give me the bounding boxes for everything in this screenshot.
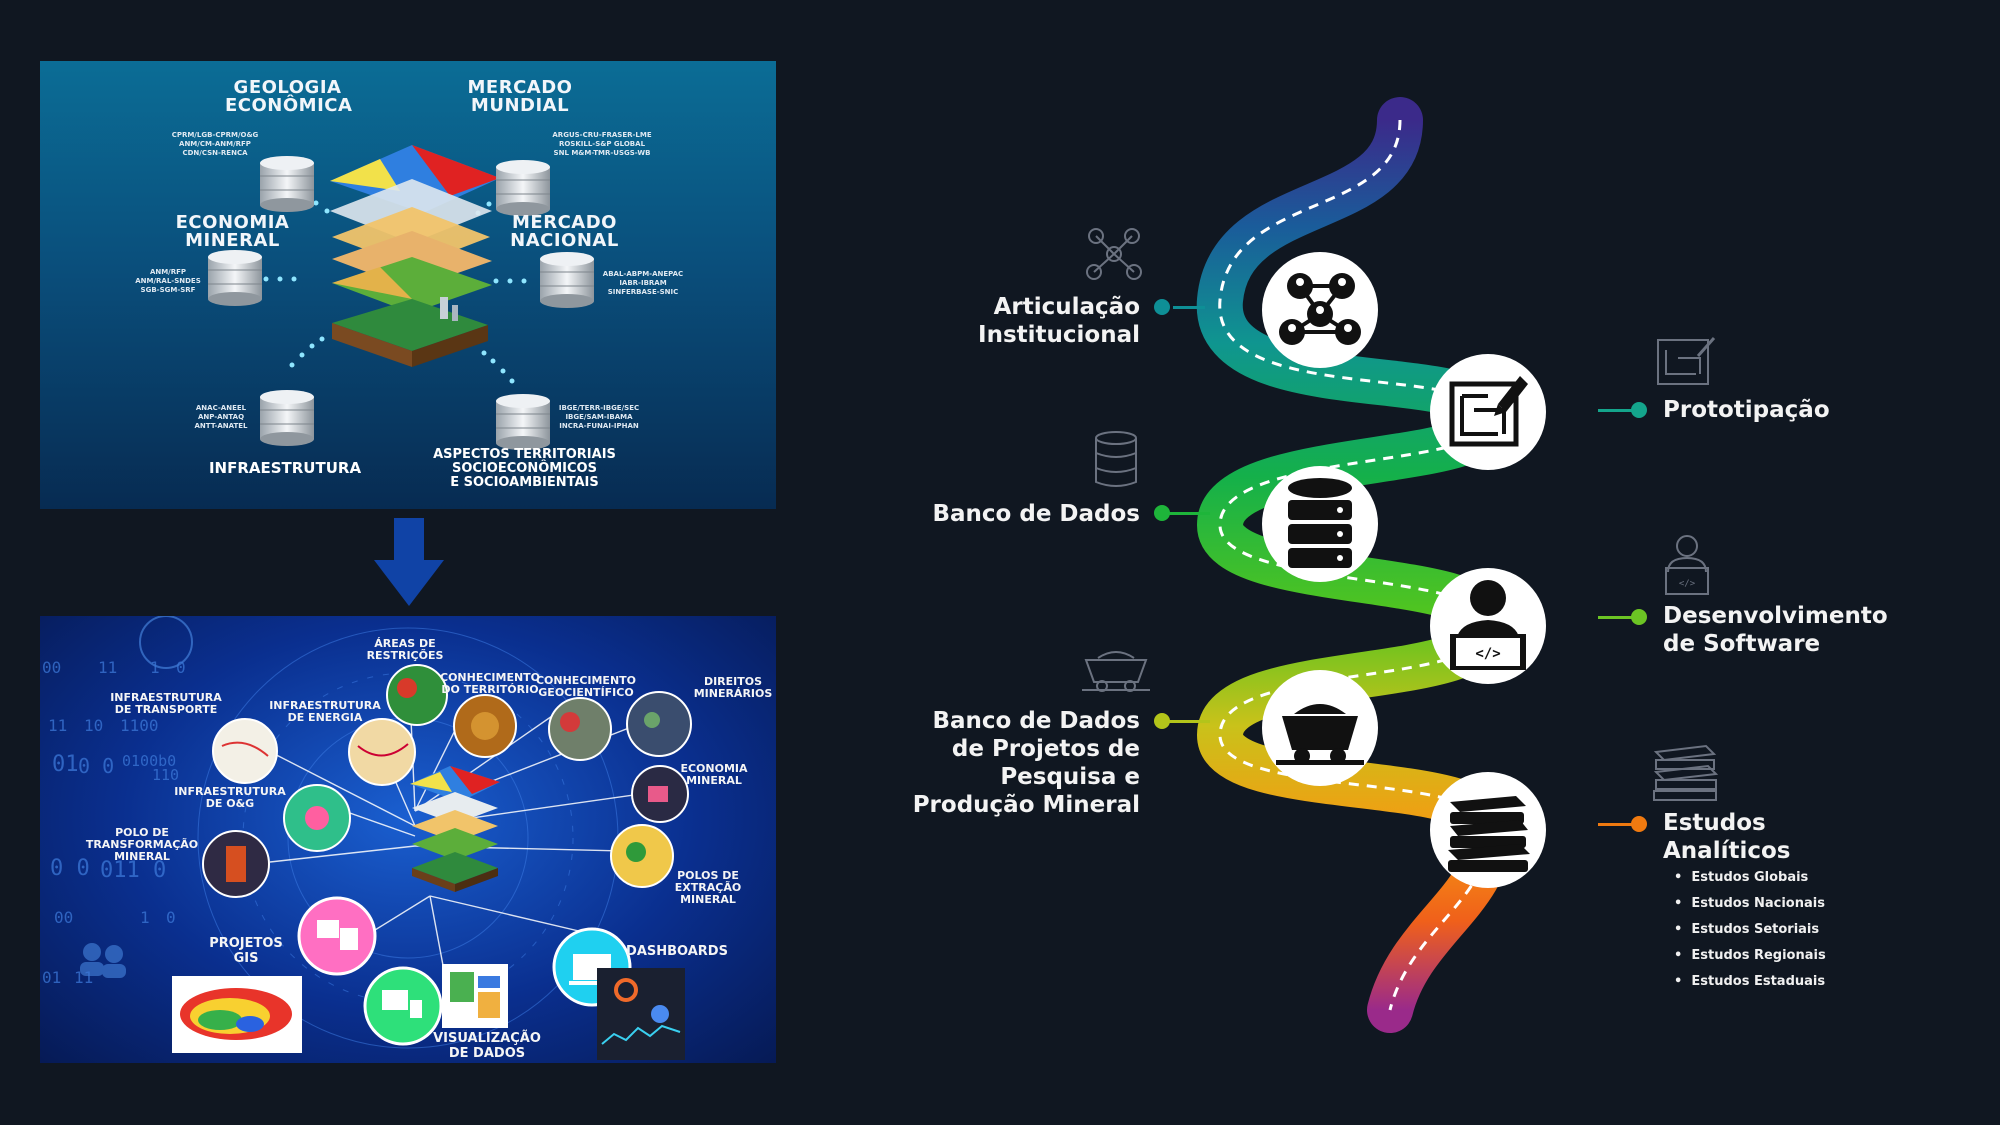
list-item: • Estudos Estaduais <box>1674 974 1826 989</box>
map-layers-stack <box>330 145 500 367</box>
developer-laptop-icon: </> <box>1450 580 1526 670</box>
list-item: • Estudos Regionais <box>1674 948 1826 963</box>
platform-graphic <box>80 616 692 1060</box>
mine-cart-icon <box>1276 704 1364 765</box>
sources-connections <box>208 145 594 450</box>
dot-projetos <box>1154 713 1170 729</box>
mine-cart-outline-icon <box>1082 651 1150 692</box>
platform-layers-stack <box>410 766 500 892</box>
blueprint-pencil-icon <box>1449 376 1528 447</box>
aspectos-database-icon <box>496 394 550 450</box>
list-item: • Estudos Nacionais <box>1674 896 1825 911</box>
geologia-database-icon <box>260 156 314 212</box>
connector-desenvolvimento <box>1598 616 1640 619</box>
infra-title: INFRAESTRUTURA <box>208 459 362 477</box>
users-icon <box>80 943 126 978</box>
estudos-list: • Estudos Globais • Estudos Nacionais • … <box>1674 870 1826 1000</box>
developer-outline-icon: </> <box>1665 535 1709 595</box>
down-arrow-icon <box>374 518 444 606</box>
mercado-mundial-database-icon <box>496 160 550 216</box>
dashboards-label: DASHBOARDS <box>626 944 728 959</box>
dashboard-thumbnail <box>597 968 685 1060</box>
books-icon <box>1448 796 1530 872</box>
label-banco-dados: Banco de Dados <box>932 501 1140 527</box>
blueprint-outline-icon <box>1657 337 1716 385</box>
binary-background: 00 11 1 0 11 10 1100 01 0 0 0100b0 110 0… <box>42 658 186 987</box>
connector-projetos <box>1168 720 1210 723</box>
infra-database-icon <box>260 390 314 446</box>
network-outline-icon <box>1086 228 1142 280</box>
database-outline-icon <box>1095 431 1137 487</box>
connector-banco <box>1168 512 1210 515</box>
books-outline-icon <box>1653 744 1719 801</box>
economia-database-icon <box>208 250 262 306</box>
integrated-platform-panel: 00 11 1 0 11 10 1100 01 0 0 0100b0 110 0… <box>40 616 776 1063</box>
list-item: • Estudos Setoriais <box>1674 922 1820 937</box>
dot-estudos <box>1631 816 1647 832</box>
mercado-nacional-database-icon <box>540 252 594 308</box>
network-people-icon <box>1279 273 1361 345</box>
label-prototipacao: Prototipação <box>1663 397 1830 423</box>
connector-prototipacao <box>1598 409 1640 412</box>
globe-icon <box>139 616 193 669</box>
dot-banco <box>1154 505 1170 521</box>
list-item: • Estudos Globais <box>1674 870 1809 885</box>
connector-articulacao <box>1173 306 1205 309</box>
dot-desenvolvimento <box>1631 609 1647 625</box>
database-icon <box>1288 478 1352 568</box>
svg-text:</>: </> <box>1679 579 1696 589</box>
dot-articulacao <box>1154 299 1170 315</box>
svg-text:</>: </> <box>1475 646 1500 662</box>
connector-estudos <box>1598 823 1640 826</box>
dot-prototipacao <box>1631 402 1647 418</box>
